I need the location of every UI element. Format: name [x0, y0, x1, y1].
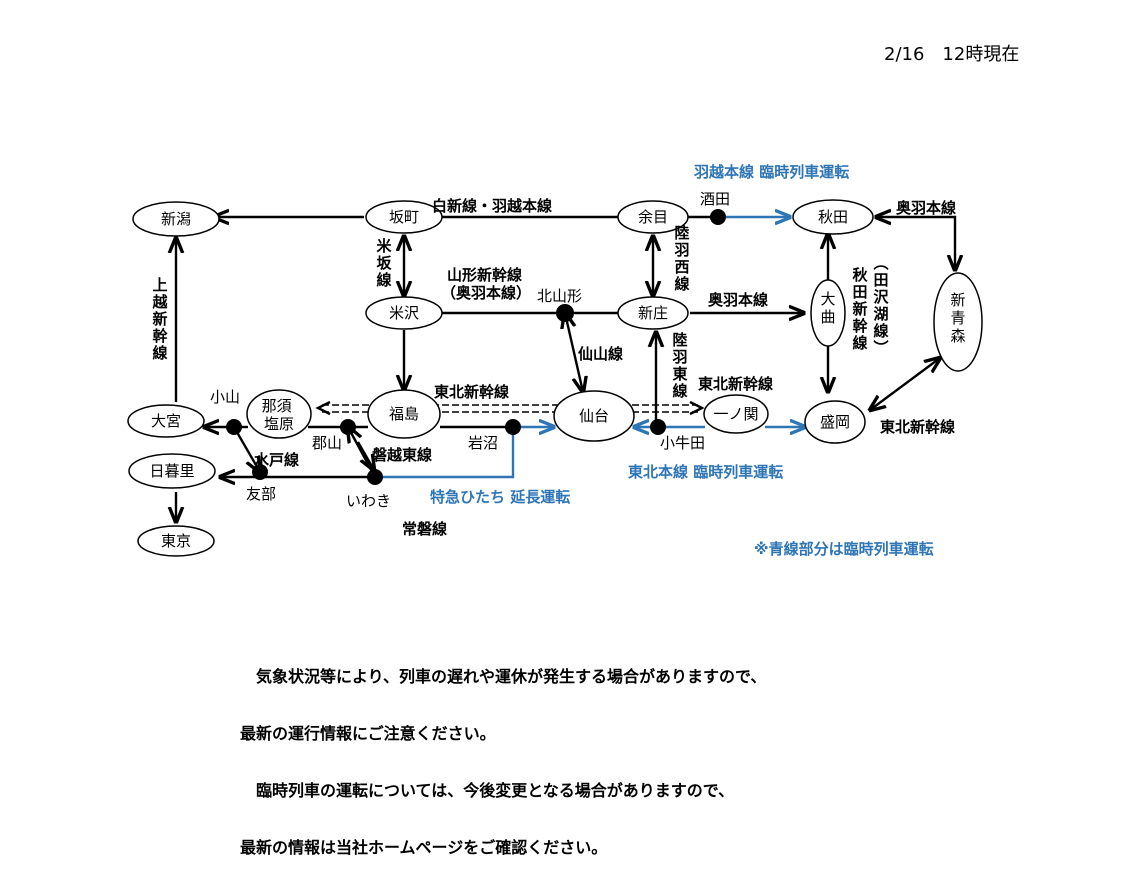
- line-label-ou-shinjo: 奥羽本線: [708, 291, 768, 309]
- line-segments: [176, 217, 955, 522]
- station-tokyo-node: [137, 525, 215, 557]
- station-shinjo-node: [617, 296, 689, 330]
- station-kitayamagata-dot: [556, 304, 574, 322]
- station-yonezawa-node: [365, 296, 443, 330]
- station-tokyo-label: 東京: [161, 532, 191, 550]
- header-date-status: 2/16 12時現在: [884, 44, 1020, 65]
- small-station-labels: 酒田 北山形 小山 郡山 岩沼 小牛田 友部 いわき: [210, 190, 730, 510]
- station-omiya-node: [127, 404, 205, 438]
- station-labels: 新潟 坂町 余目 秋田 米沢 新庄 大曲 新青森 大宮 福島 仙台 一ノ関 盛岡…: [149, 208, 965, 550]
- line-label-uetsu-special: 羽越本線 臨時列車運転: [694, 163, 849, 181]
- line-label-rikuu-east: 陸羽東線: [672, 331, 687, 400]
- line-label-senzan: 仙山線: [578, 345, 623, 363]
- tohoku-shinkansen-morioka-shinaomori: [870, 358, 940, 410]
- station-sendai-node: [553, 390, 635, 442]
- station-yonezawa-label: 米沢: [389, 304, 419, 322]
- station-tomobe-label: 友部: [246, 485, 276, 503]
- station-iwaki-dot: [367, 469, 383, 485]
- senzan-line: [565, 313, 583, 392]
- line-label-hakushin-uetsu: 白新線・羽越本線: [432, 197, 552, 215]
- station-ichinoseki-label: 一ノ関: [713, 405, 758, 423]
- station-sendai-label: 仙台: [579, 407, 609, 425]
- hitachi-extension-route: [375, 427, 515, 479]
- station-tomobe-dot: [252, 464, 268, 480]
- tohoku-shinkansen-arrow-right: [689, 400, 705, 416]
- station-koriyama-dot: [340, 419, 356, 435]
- mito-line: [232, 426, 260, 472]
- notice-line-1: 気象状況等により、列車の遅れや運休が発生する場合がありますので、: [240, 667, 767, 686]
- line-label-tazawako: ︵田沢湖線︶: [872, 254, 889, 357]
- line-label-akita-shinkansen: 秋田新幹線: [852, 266, 868, 352]
- station-kogota-label: 小牛田: [660, 434, 705, 452]
- station-nodes: [127, 199, 983, 557]
- station-shinjo-label: 新庄: [638, 304, 668, 322]
- tohoku-shinkansen-arrow-left: [315, 400, 331, 416]
- station-nasushiobara-label: 那須 塩原: [262, 397, 297, 433]
- line-label-yamagata-shinkansen-sub: （奥羽本線）: [441, 284, 531, 302]
- station-omagari-node: [810, 279, 846, 347]
- station-niigata-label: 新潟: [161, 210, 191, 228]
- line-label-tohoku-shinkansen-aomori: 東北新幹線: [880, 418, 955, 436]
- notice-line-4: 最新の情報は当社ホームページをご確認ください。: [240, 838, 608, 857]
- line-label-mito: 水戸線: [254, 451, 299, 469]
- line-label-yamagata-shinkansen: 山形新幹線: [447, 266, 522, 284]
- banetsu-east-line-arrow: [356, 441, 374, 470]
- station-amarume-node: [617, 200, 689, 234]
- station-nasushiobara-node: [246, 389, 312, 439]
- station-akita-node: [792, 199, 874, 235]
- small-station-dots: [226, 209, 726, 485]
- line-label-rikuu-west: 陸羽西線: [674, 224, 689, 293]
- station-sakata-label: 酒田: [700, 190, 730, 208]
- station-omiya-label: 大宮: [151, 412, 181, 430]
- station-sakamachi-node: [365, 200, 443, 234]
- station-fukushima-node: [367, 389, 441, 439]
- station-shinaomori-node: [933, 272, 983, 372]
- service-notice: 気象状況等により、列車の遅れや運休が発生する場合がありますので、 最新の運行情報…: [240, 629, 766, 876]
- line-label-tohoku-special: 東北本線 臨時列車運転: [628, 463, 783, 481]
- station-iwanuma-dot: [505, 419, 521, 435]
- ou-line-akita-shinaomori: [876, 217, 955, 270]
- line-label-banetsu-east: 磐越東線: [371, 446, 432, 464]
- station-sakata-dot: [710, 209, 726, 225]
- line-label-joban: 常磐線: [402, 520, 447, 538]
- line-label-yonesaka: 米坂線: [376, 237, 392, 289]
- station-nippori-node: [128, 453, 216, 489]
- notice-line-2: 最新の運行情報にご注意ください。: [240, 724, 496, 743]
- station-ichinoseki-node: [703, 394, 769, 434]
- legend-note: ※青線部分は臨時列車運転: [754, 540, 934, 558]
- station-sakamachi-label: 坂町: [389, 208, 419, 226]
- station-amarume-label: 余目: [638, 208, 668, 226]
- railway-route-diagram: 新潟 坂町 余目 秋田 米沢 新庄 大曲 新青森 大宮 福島 仙台 一ノ関 盛岡…: [127, 163, 983, 558]
- station-oyama-label: 小山: [210, 388, 240, 406]
- station-omagari-label: 大曲: [820, 290, 835, 326]
- line-labels: 白新線・羽越本線 羽越本線 臨時列車運転 奥羽本線 奥羽本線 山形新幹線 （奥羽…: [151, 163, 956, 558]
- station-koriyama-label: 郡山: [312, 434, 342, 452]
- station-nippori-label: 日暮里: [149, 462, 194, 480]
- line-label-hitachi-special: 特急ひたち 延長運転: [430, 488, 570, 506]
- station-iwaki-label: いわき: [346, 492, 391, 510]
- station-kogota-dot: [650, 419, 666, 435]
- line-label-ou-north: 奥羽本線: [896, 199, 956, 217]
- line-label-joetsu-shinkansen: 上越新幹線: [151, 276, 168, 362]
- station-kitayamagata-label: 北山形: [537, 287, 582, 305]
- notice-line-3: 臨時列車の運転については、今後変更となる場合がありますので、: [240, 781, 735, 800]
- station-morioka-node: [804, 400, 866, 444]
- banetsu-east-line: [348, 427, 377, 478]
- station-niigata-node: [132, 201, 220, 237]
- station-shinaomori-label: 新青森: [950, 291, 965, 345]
- line-label-tohoku-shinkansen-ichinoseki: 東北新幹線: [698, 375, 773, 393]
- station-iwanuma-label: 岩沼: [468, 434, 498, 452]
- station-oyama-dot: [226, 419, 242, 435]
- line-label-tohoku-shinkansen-main: 東北新幹線: [434, 383, 509, 401]
- station-morioka-label: 盛岡: [820, 413, 850, 431]
- station-akita-label: 秋田: [818, 208, 848, 226]
- station-fukushima-label: 福島: [389, 405, 419, 423]
